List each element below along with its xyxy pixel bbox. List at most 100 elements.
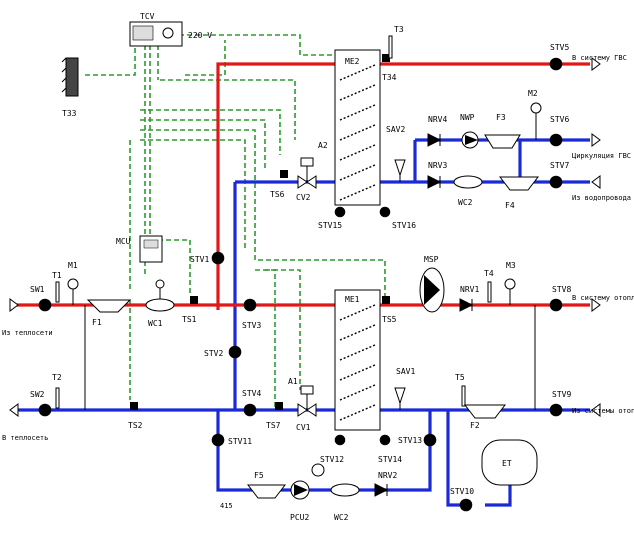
valve-stv13: STV13 (398, 433, 437, 447)
valve-sw1: SW1 (30, 285, 52, 312)
pump-nwp: NWP (460, 113, 479, 149)
svg-text:STV12: STV12 (320, 455, 344, 464)
svg-text:ET: ET (502, 459, 512, 468)
label-me2: ME2 (345, 57, 360, 66)
svg-text:WC2: WC2 (334, 513, 349, 522)
svg-text:WC1: WC1 (148, 319, 163, 328)
svg-text:SAV2: SAV2 (386, 125, 405, 134)
heat-exchanger-me1: ME1 (334, 289, 381, 431)
svg-text:M1: M1 (68, 261, 78, 270)
svg-text:STV2: STV2 (204, 349, 223, 358)
label-415: 415 (220, 502, 233, 510)
label-mcu: MCU (116, 237, 131, 246)
tcv-controller: TCV 220 V (129, 12, 212, 47)
sensor-ts1: TS1 (182, 296, 198, 324)
pump-msp: MSP (419, 255, 445, 313)
filter-f1: F1 (86, 299, 132, 327)
heat-exchanger-me2: ME2 (334, 49, 381, 206)
svg-text:STV8: STV8 (552, 285, 571, 294)
valve-stv4: STV4 (242, 389, 261, 417)
mcu-controller: MCU (116, 235, 163, 263)
svg-text:STV14: STV14 (378, 455, 402, 464)
svg-text:T4: T4 (484, 269, 494, 278)
svg-text:TS1: TS1 (182, 315, 197, 324)
label-to-net: В теплосеть (2, 434, 48, 442)
valve-stv1: STV1 (190, 251, 225, 265)
label-from-net: Из теплосети (2, 329, 53, 337)
valve-stv15: STV15 (318, 206, 346, 230)
sensor-ts7: TS7 (266, 402, 283, 430)
svg-text:STV15: STV15 (318, 221, 342, 230)
gauges: T3 T1 M1 T2 T4 M3 T5 M2 (52, 25, 542, 409)
label-t33: T33 (62, 109, 77, 118)
check-valve-nrv3: NRV3 (427, 161, 447, 189)
label-a1: A1 (288, 377, 298, 386)
svg-text:T3: T3 (394, 25, 404, 34)
valve-stv7: STV7 (549, 161, 569, 189)
svg-text:NRV3: NRV3 (428, 161, 447, 170)
svg-text:F5: F5 (254, 471, 264, 480)
direction-labels: В систему ГВС Циркуляция ГВС Из водопров… (2, 54, 634, 510)
control-valve-cv2: A2 CV2 (296, 141, 328, 202)
label-a2: A2 (318, 141, 328, 150)
filter-f3: F3 (484, 113, 521, 149)
svg-text:F2: F2 (470, 421, 480, 430)
thermometer-t5: T5 (455, 373, 466, 407)
valve-stv6: STV6 (549, 115, 569, 147)
pipes (15, 62, 590, 507)
label-to-heat: В систему отопления (572, 294, 634, 302)
label-from-water: Из водопровода (572, 194, 631, 202)
manometer-m2: M2 (528, 89, 542, 140)
check-valve-nrv2: NRV2 (374, 471, 397, 497)
valve-stv11: STV11 (211, 433, 252, 447)
label-cv2: CV2 (296, 193, 311, 202)
svg-text:STV9: STV9 (552, 390, 571, 399)
svg-text:T34: T34 (382, 73, 397, 82)
expansion-tank-et: ET (481, 439, 538, 486)
svg-text:STV4: STV4 (242, 389, 261, 398)
valve-stv16: STV16 (379, 206, 416, 230)
svg-text:SAV1: SAV1 (396, 367, 415, 376)
manometer-m3: M3 (504, 261, 516, 305)
svg-text:STV6: STV6 (550, 115, 569, 124)
thermometer-t3: T3 (388, 25, 404, 59)
svg-text:MSP: MSP (424, 255, 439, 264)
manometer-m1: M1 (67, 261, 79, 305)
meter-wc1: WC1 (145, 279, 175, 328)
equipment: F1 WC1 F2 F3 F4 WC2 NWP MSP F5 PCU2 WC2 … (86, 113, 540, 522)
check-valves: NRV4 NRV3 NRV1 NRV2 SAV2 SAV1 (374, 115, 479, 497)
label-to-gvs: В систему ГВС (572, 54, 627, 62)
safety-valve-sav1: SAV1 (394, 367, 415, 410)
svg-text:F1: F1 (92, 318, 102, 327)
svg-text:STV16: STV16 (392, 221, 416, 230)
sensor-ts6: TS6 (270, 170, 288, 199)
valve-stv8: STV8 (549, 285, 571, 312)
svg-text:M3: M3 (506, 261, 516, 270)
svg-text:NRV4: NRV4 (428, 115, 447, 124)
label-220v: 220 V (188, 31, 212, 40)
pipe-ends (9, 57, 601, 417)
svg-text:T1: T1 (52, 271, 62, 280)
svg-text:F4: F4 (505, 201, 515, 210)
svg-text:NRV1: NRV1 (460, 285, 479, 294)
thermometer-t2: T2 (52, 373, 62, 409)
label-me1: ME1 (345, 295, 360, 304)
svg-text:NWP: NWP (460, 113, 475, 122)
svg-text:TS2: TS2 (128, 421, 143, 430)
svg-text:STV1: STV1 (190, 255, 209, 264)
sensors: T34 TS6 TS1 TS5 TS7 TS2 (128, 54, 397, 430)
valve-stv3: STV3 (242, 298, 261, 330)
svg-text:STV13: STV13 (398, 436, 422, 445)
svg-text:STV3: STV3 (242, 321, 261, 330)
svg-text:STV5: STV5 (550, 43, 569, 52)
svg-text:STV11: STV11 (228, 437, 252, 446)
svg-text:SW1: SW1 (30, 285, 45, 294)
valve-stv2: STV2 (204, 345, 242, 359)
filter-f4: F4 (498, 176, 540, 210)
svg-text:T2: T2 (52, 373, 62, 382)
filter-f2: F2 (463, 404, 507, 430)
svg-text:TS5: TS5 (382, 315, 397, 324)
svg-text:F3: F3 (496, 113, 506, 122)
pump-pcu2: PCU2 (290, 463, 325, 522)
thermometer-t1: T1 (52, 271, 62, 303)
